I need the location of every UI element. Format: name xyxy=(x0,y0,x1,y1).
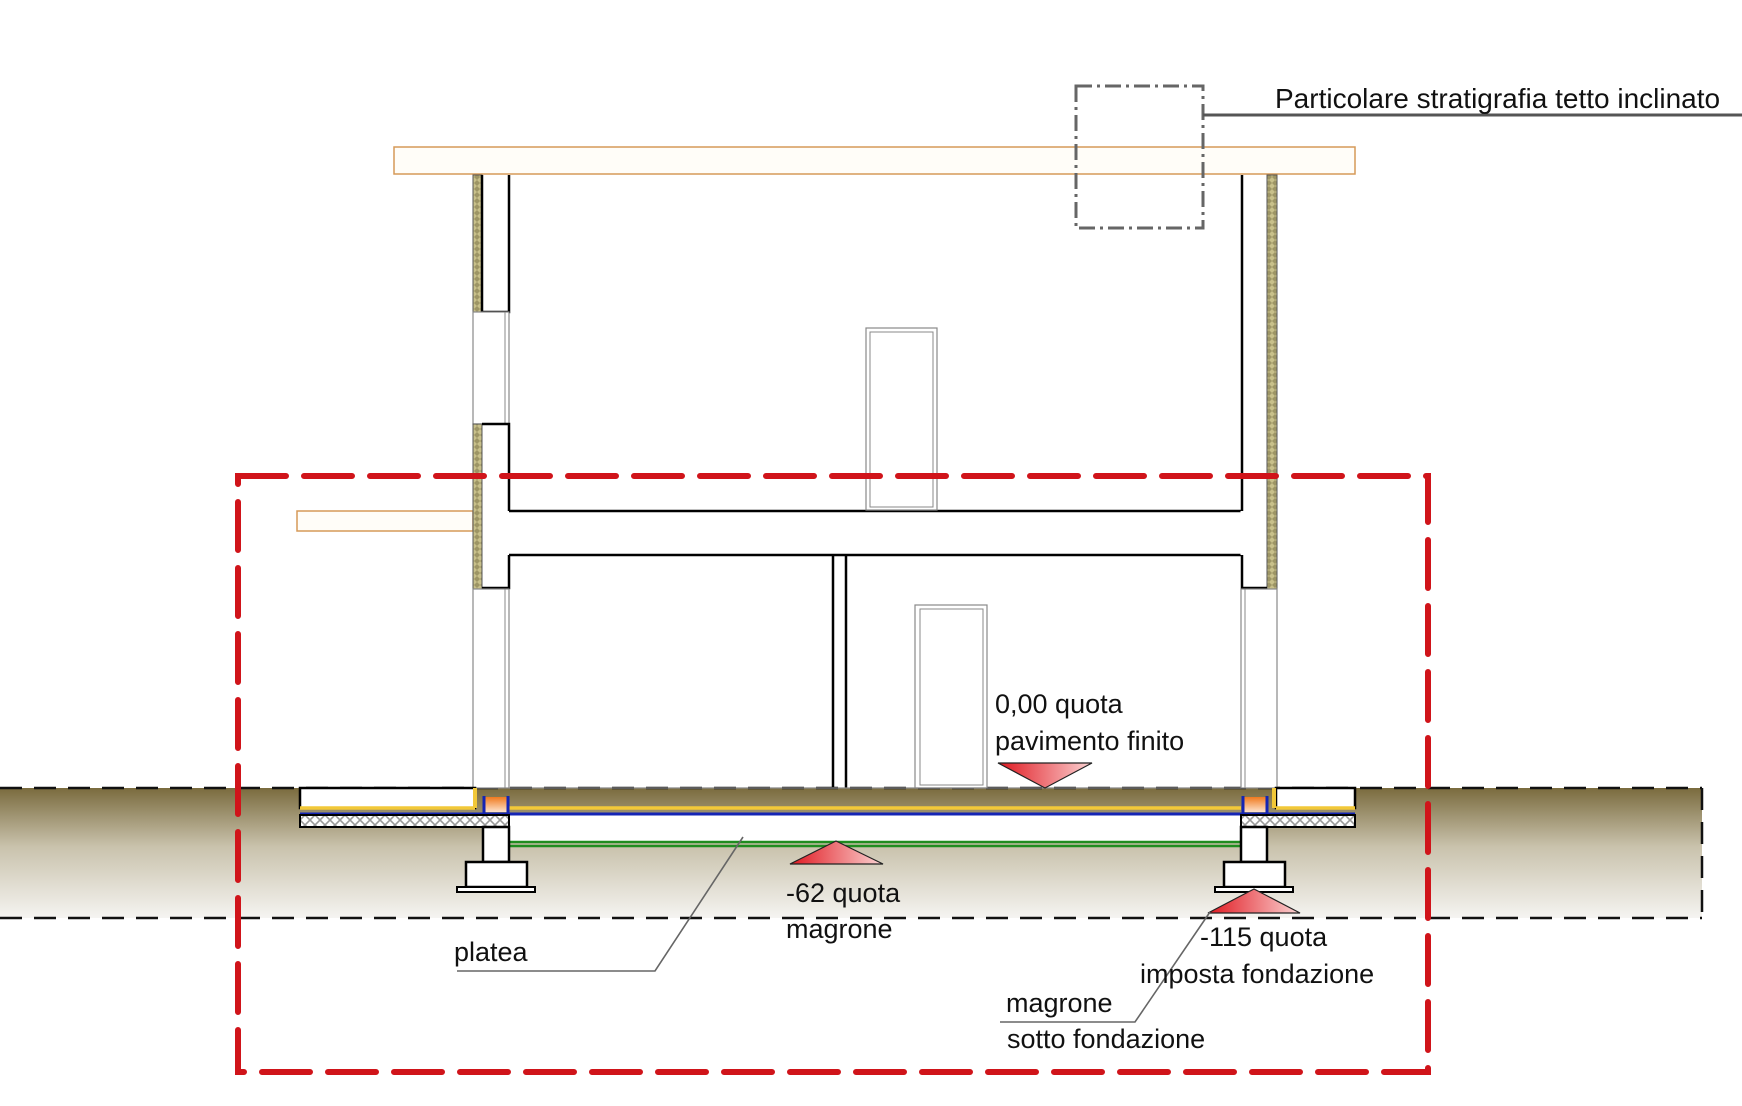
roof-detail-label: Particolare stratigrafia tetto inclinato xyxy=(1275,83,1720,114)
roof-detail-callout xyxy=(1074,84,1742,230)
left-wall xyxy=(472,174,511,789)
left-foundation xyxy=(298,786,536,893)
upper-door xyxy=(865,327,938,511)
interior-partition xyxy=(831,555,848,788)
left-lower-window xyxy=(472,588,510,789)
magrone-level-value: -62 quota xyxy=(786,878,901,908)
crawl-space xyxy=(509,815,1241,842)
balcony-slab xyxy=(296,510,474,532)
triangle-down-marker-icon xyxy=(997,762,1093,789)
right-wall xyxy=(1240,174,1278,789)
platea-label: platea xyxy=(454,937,529,967)
floor-level-desc: pavimento finito xyxy=(995,726,1184,756)
lower-door xyxy=(914,604,988,789)
triangle-up-marker-icon xyxy=(789,840,884,865)
magrone-under-label-1: magrone xyxy=(1006,988,1113,1018)
intermediate-floor-slab xyxy=(509,509,1244,557)
triangle-up-marker-icon xyxy=(1207,888,1301,914)
magrone-leader xyxy=(1000,911,1211,1023)
left-thermal-break xyxy=(484,797,508,812)
magrone-under-label-2: sotto fondazione xyxy=(1007,1024,1205,1054)
platea-leader xyxy=(457,836,744,972)
right-lower-window xyxy=(1240,588,1278,789)
highlight-frame xyxy=(235,473,1431,1075)
roof-slab xyxy=(393,146,1356,175)
foundation-level-desc: imposta fondazione xyxy=(1140,959,1374,989)
floor-stratigraphy xyxy=(509,806,1241,848)
left-upper-window xyxy=(472,311,510,425)
foundation-level-value: -115 quota xyxy=(1200,922,1328,952)
magrone-level-desc: magrone xyxy=(786,914,893,944)
right-thermal-break xyxy=(1243,797,1267,812)
floor-level-value: 0,00 quota xyxy=(995,689,1124,719)
